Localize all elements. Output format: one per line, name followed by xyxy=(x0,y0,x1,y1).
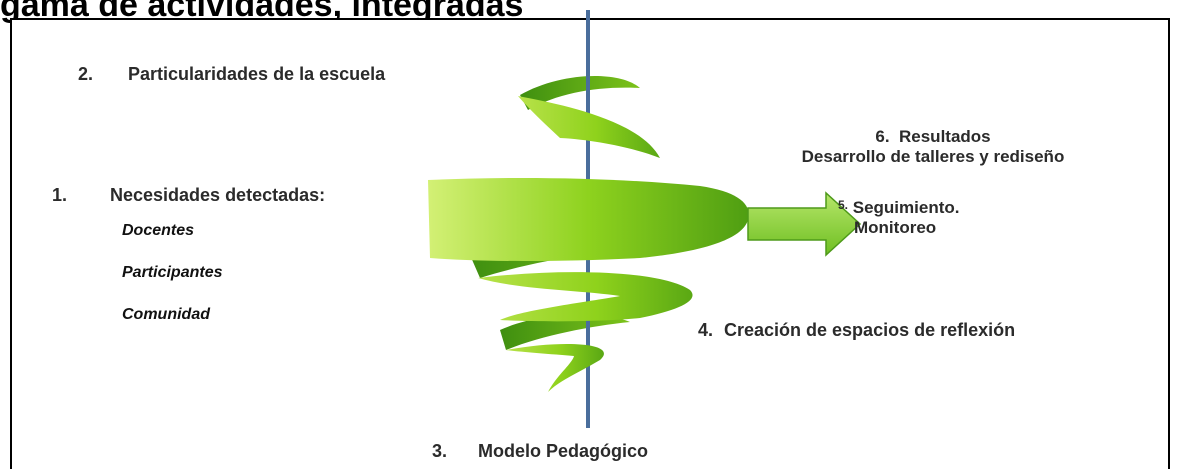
stage-label: Creación de espacios de reflexión xyxy=(724,320,1016,340)
need-item-docentes: Docentes xyxy=(122,222,195,239)
stage-label: Modelo Pedagógico xyxy=(478,441,649,461)
stage-modelo: 3. Modelo Pedagógico xyxy=(432,441,648,462)
stage-particularidades: 2. Particularidades de la escuela xyxy=(78,64,385,85)
spiral-back-segment-top xyxy=(520,75,640,110)
stage-resultados: 6. Resultados Desarrollo de talleres y r… xyxy=(778,127,1088,167)
need-item-comunidad: Comunidad xyxy=(122,306,210,323)
stage-necesidades: 1. Necesidades detectadas: xyxy=(52,185,325,206)
spiral-front-segment-top xyxy=(518,96,660,158)
stage-label: Necesidades detectadas: xyxy=(110,185,326,205)
spiral-main-band xyxy=(428,178,749,261)
stage-label: Particularidades de la escuela xyxy=(128,64,386,84)
stage-seguimiento: 5. Seguimiento. Monitoreo xyxy=(838,198,959,238)
stage-number: 1. xyxy=(52,185,68,205)
spiral-back-segment-low xyxy=(500,314,630,350)
stage-number: 5. xyxy=(838,198,849,212)
stage-number: 3. xyxy=(432,441,448,461)
stage-label: Resultados xyxy=(899,127,991,146)
stage-detail: Monitoreo xyxy=(854,218,937,237)
need-item-participantes: Participantes xyxy=(122,264,223,281)
spiral-front-segment-low xyxy=(506,344,604,392)
stage-number: 2. xyxy=(78,64,94,84)
stage-number: 6. xyxy=(875,127,890,146)
stage-label: Seguimiento. xyxy=(852,198,960,217)
arrow-to-seguimiento xyxy=(747,191,862,257)
spiral-front-segment-mid xyxy=(478,272,693,322)
stage-number: 4. xyxy=(698,320,714,340)
stage-reflexion: 4. Creación de espacios de reflexión xyxy=(698,320,1015,341)
stage-detail: Desarrollo de talleres y rediseño xyxy=(801,147,1065,166)
